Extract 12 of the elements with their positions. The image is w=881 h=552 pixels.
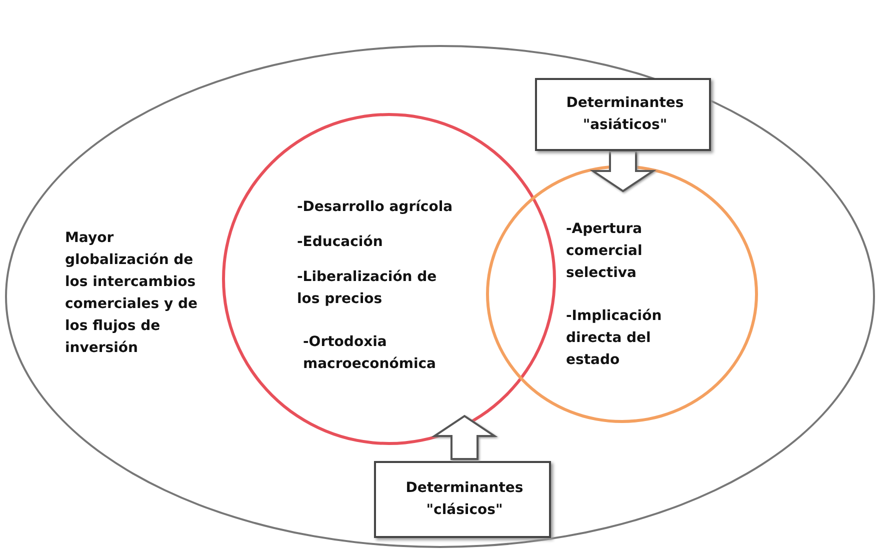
node-text: -Desarrollo agrícola [297, 198, 454, 217]
block-arrow [590, 150, 656, 192]
label-box [374, 461, 551, 538]
node-text: Mayor globalización de los intercambios comerciales y de los flujos de inversión [65, 229, 198, 358]
node-text: -Apertura comercial selectiva [566, 220, 644, 283]
node-text: -Implicación directa del estado [566, 307, 663, 370]
node-text: Determinantes "clásicos" [404, 479, 524, 520]
node-text: -Liberalización de los precios [297, 268, 438, 309]
node-text: Determinantes "asiáticos" [565, 94, 685, 135]
node-text: -Educación [297, 233, 384, 252]
block-arrow [431, 414, 498, 460]
node-text: -Ortodoxia macroeconómica [303, 333, 437, 374]
